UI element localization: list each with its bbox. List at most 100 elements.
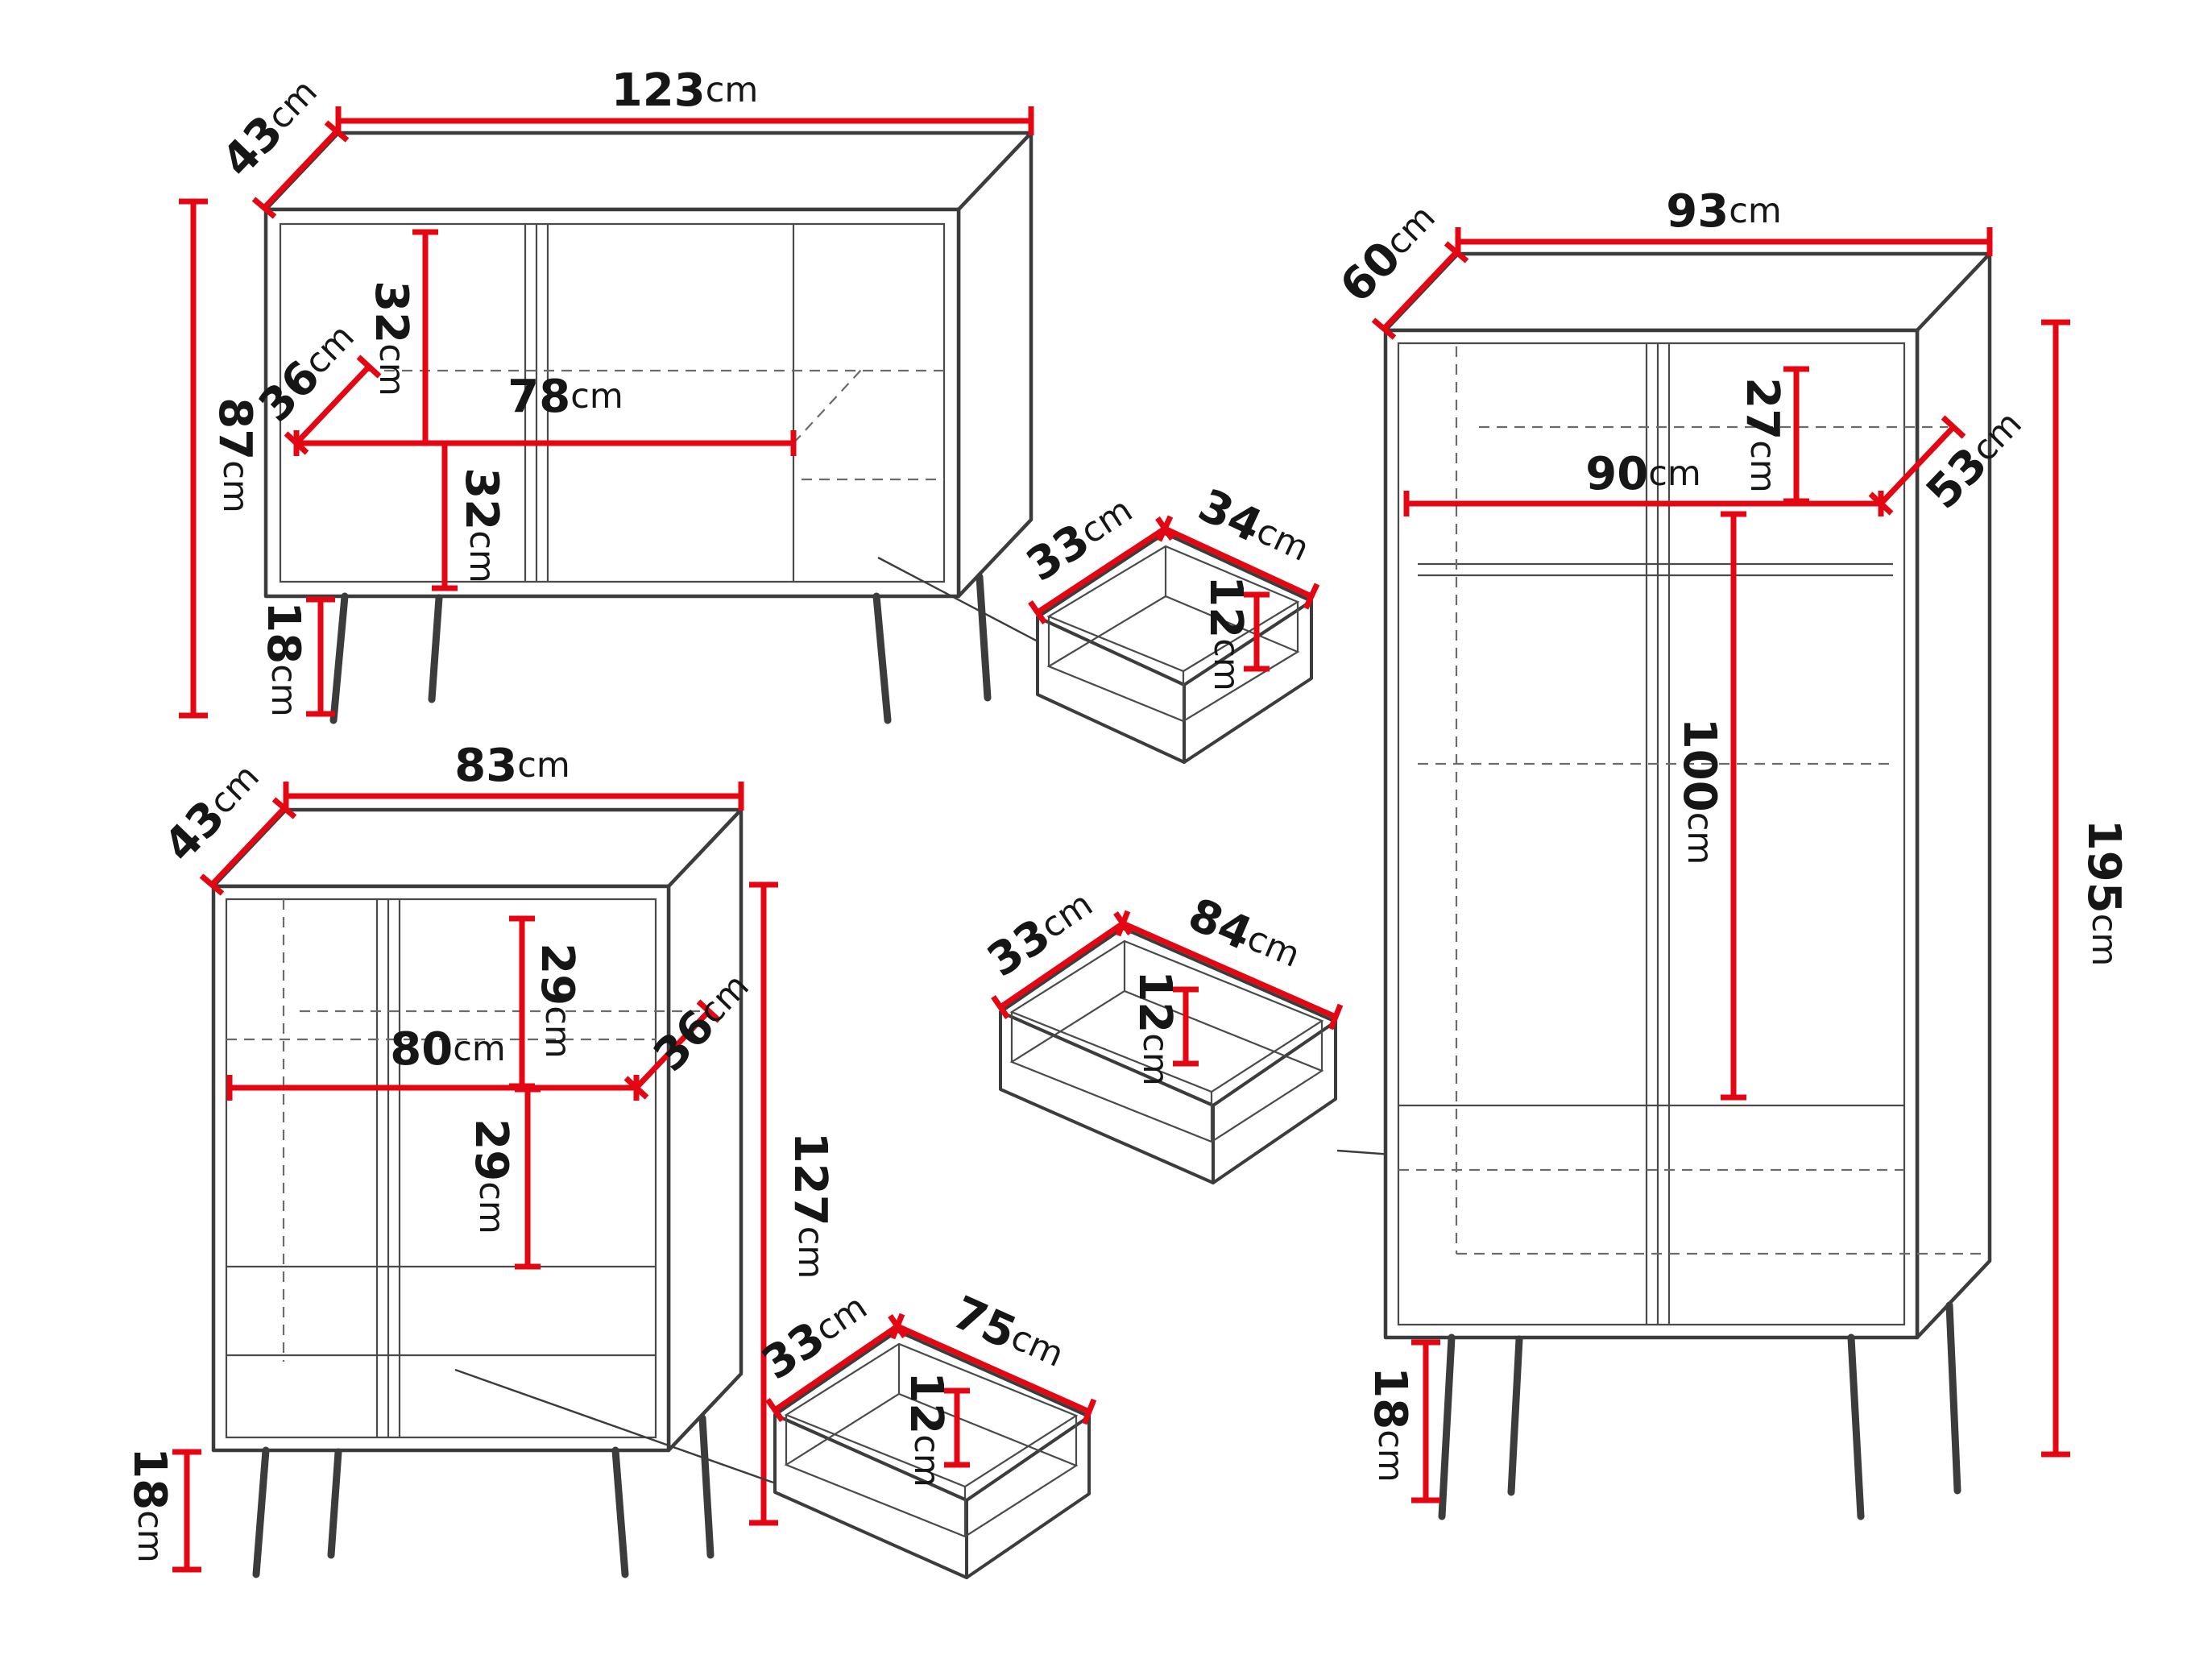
wardrobe-hidden-lines bbox=[1398, 346, 1983, 1255]
dimension-unit: cm bbox=[1742, 440, 1783, 493]
wardrobe-right-face bbox=[1915, 251, 1992, 1340]
wardrobe-inner-depth-line bbox=[1868, 415, 1966, 516]
highboard-width-label: 83cm bbox=[454, 740, 570, 792]
wardrobe-leg-height-label: 18cm bbox=[1365, 1367, 1417, 1482]
highboard-height-label: 127cm bbox=[785, 1132, 837, 1279]
sideboard-inner-top-label: 32cm bbox=[366, 280, 418, 396]
drawer-medium-height-line bbox=[944, 1387, 970, 1468]
dimension-value: 12 bbox=[1129, 970, 1182, 1033]
dimension-unit: cm bbox=[371, 343, 412, 396]
wardrobe-inner-width-label: 90cm bbox=[1585, 448, 1700, 500]
dimension-unit: cm bbox=[706, 70, 759, 110]
dimension-value: 29 bbox=[532, 943, 584, 1006]
highboard-inner-depth-line bbox=[623, 999, 722, 1100]
wardrobe-drawing bbox=[1383, 251, 1992, 1520]
dimension-value: 90 bbox=[1585, 448, 1648, 500]
wardrobe-width-label: 93cm bbox=[1666, 185, 1781, 238]
wardrobe-door-grooves bbox=[1645, 343, 1671, 1325]
wardrobe-leg-height-line bbox=[1411, 1339, 1440, 1503]
dimension-value: 18 bbox=[124, 1447, 176, 1510]
sideboard-height-line bbox=[179, 198, 208, 719]
dimension-unit: cm bbox=[453, 1029, 506, 1069]
sideboard-front-frame bbox=[279, 222, 946, 583]
dimension-value: 87 bbox=[209, 397, 262, 460]
dimension-unit: cm bbox=[462, 530, 502, 583]
dimension-unit: cm bbox=[1648, 454, 1701, 494]
sideboard-height-label: 87cm bbox=[209, 397, 262, 512]
wardrobe-depth-line bbox=[1371, 241, 1469, 340]
dimension-value: 18 bbox=[258, 601, 310, 664]
dimension-unit: cm bbox=[263, 664, 304, 717]
drawer-wide-height-line bbox=[1173, 986, 1199, 1067]
sideboard-right-face bbox=[956, 131, 1034, 599]
sideboard-depth-line bbox=[251, 120, 350, 219]
drawer-medium-drawing: 33cm 75cm 12cm bbox=[752, 1286, 1097, 1579]
highboard-drawer-pointer-line bbox=[454, 1368, 774, 1484]
dimension-unit: cm bbox=[1206, 638, 1246, 691]
sideboard-inner-bottom-line bbox=[432, 440, 458, 591]
dimension-unit: cm bbox=[1135, 1033, 1175, 1086]
wardrobe-front-face bbox=[1383, 328, 1920, 1340]
highboard-drawing bbox=[211, 807, 744, 1578]
sideboard-front-face bbox=[263, 207, 961, 599]
drawer-wide-height-label: 12cm bbox=[1129, 970, 1182, 1085]
sideboard-top-face bbox=[263, 131, 1034, 212]
wardrobe-top-face bbox=[1383, 251, 1992, 333]
dimension-value: 27 bbox=[1737, 377, 1789, 440]
dimension-unit: cm bbox=[1680, 812, 1720, 865]
sideboard-inner-bottom-label: 32cm bbox=[456, 467, 508, 583]
dimension-value: 83 bbox=[454, 740, 517, 792]
drawer-medium-inner-bottom bbox=[784, 1344, 1079, 1538]
dimension-unit: cm bbox=[471, 1181, 512, 1234]
dimension-value: 32 bbox=[366, 280, 418, 343]
dimension-unit: cm bbox=[537, 1006, 578, 1059]
sideboard-legs bbox=[329, 573, 992, 724]
wardrobe-hanging-rail bbox=[1418, 562, 1893, 577]
dimension-value: 12 bbox=[1200, 575, 1253, 638]
sideboard-width-label: 123cm bbox=[611, 64, 758, 117]
highboard-width-line bbox=[283, 782, 744, 811]
highboard-right-face bbox=[666, 807, 744, 1453]
drawer-small-inner-bottom bbox=[1046, 546, 1300, 723]
wardrobe-dimensions: 93cm 60cm 195cm 27cm 90cm 53cm 100cm 18c… bbox=[1330, 185, 2131, 1503]
dimension-value: 78 bbox=[507, 371, 570, 423]
dimension-value: 18 bbox=[1365, 1367, 1417, 1429]
dimension-value: 93 bbox=[1666, 185, 1729, 238]
highboard-inner-middle-label: 29cm bbox=[466, 1118, 518, 1234]
highboard-depth-line bbox=[199, 797, 297, 896]
dimension-value: 127 bbox=[785, 1132, 837, 1226]
dimension-unit: cm bbox=[130, 1510, 170, 1563]
highboard-door-grooves bbox=[375, 899, 401, 1437]
sideboard-leg-height-line bbox=[306, 596, 335, 717]
wardrobe-height-line bbox=[2041, 319, 2070, 1458]
dimension-unit: cm bbox=[790, 1226, 831, 1280]
sideboard-drawing bbox=[263, 131, 1034, 724]
drawer-wide-width-line bbox=[1115, 910, 1344, 1031]
dimension-value: 12 bbox=[901, 1371, 953, 1434]
sideboard-door-grooves bbox=[524, 224, 795, 582]
sideboard-inner-depth-line bbox=[284, 355, 382, 455]
dimension-value: 80 bbox=[390, 1023, 453, 1076]
dimension-value: 100 bbox=[1674, 718, 1726, 812]
highboard-front-frame bbox=[225, 898, 657, 1439]
highboard-top-face bbox=[211, 807, 744, 889]
drawer-small-height-label: 12cm bbox=[1200, 575, 1253, 691]
dimension-unit: cm bbox=[906, 1434, 947, 1487]
highboard-drawer-fronts bbox=[226, 1265, 656, 1357]
wardrobe-legs bbox=[1438, 1301, 1961, 1520]
wardrobe-front-frame bbox=[1397, 342, 1906, 1326]
drawer-small-drawing: 33cm 34cm 12cm bbox=[1017, 479, 1320, 764]
wardrobe-height-label: 195cm bbox=[2078, 819, 2131, 966]
dimension-unit: cm bbox=[570, 376, 623, 417]
dimension-value: 123 bbox=[611, 64, 706, 117]
dimension-unit: cm bbox=[1729, 191, 1782, 231]
wardrobe-hanging-height-line bbox=[1721, 511, 1746, 1101]
highboard-inner-width-label: 80cm bbox=[390, 1023, 505, 1076]
sideboard-drawer-pointer-line bbox=[877, 556, 1042, 645]
dimension-unit: cm bbox=[215, 460, 255, 513]
wardrobe-hanging-height-label: 100cm bbox=[1674, 718, 1726, 865]
dimension-value: 195 bbox=[2078, 819, 2131, 914]
dimension-unit: cm bbox=[517, 745, 570, 786]
wardrobe-top-section-label: 27cm bbox=[1737, 377, 1789, 492]
